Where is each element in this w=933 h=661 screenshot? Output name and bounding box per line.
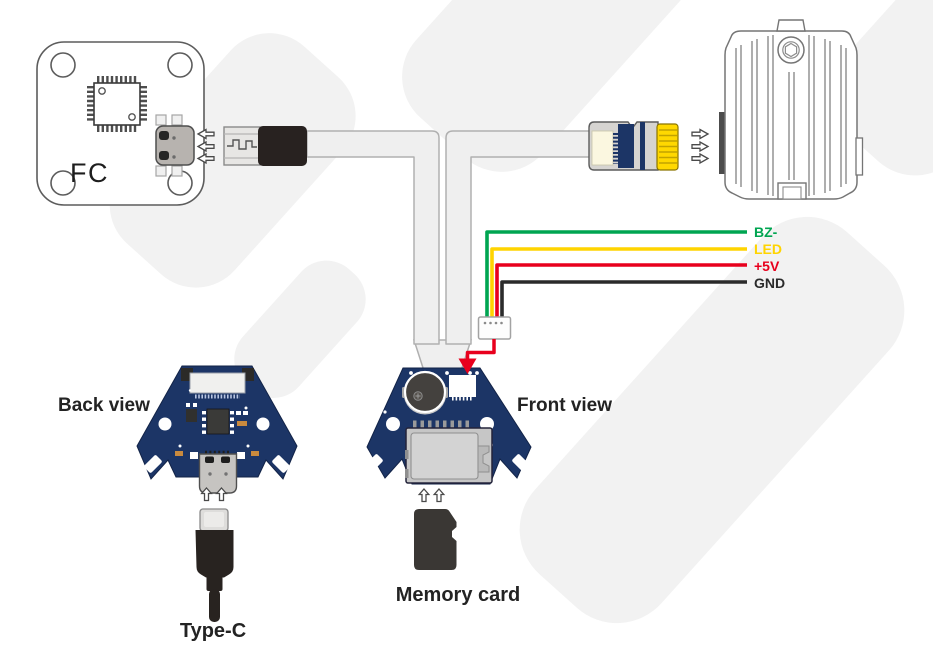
fc-board-label: FC	[70, 158, 109, 188]
jst-connector	[477, 316, 512, 340]
type-c-cable-plug	[195, 508, 234, 622]
sd-card-slot	[405, 420, 493, 484]
wire-bz	[485, 230, 747, 318]
buzzer	[402, 370, 448, 415]
watermark-shape	[830, 0, 933, 176]
watermark-shape	[402, 0, 704, 172]
fc-usb-c-port	[155, 114, 195, 177]
connector-boot	[258, 126, 307, 166]
usb-cable	[209, 589, 220, 622]
pcb-hole	[256, 417, 270, 431]
mount-slot	[512, 454, 530, 472]
gold-finger-ridges	[659, 129, 677, 164]
pcb-hole	[386, 417, 400, 431]
watermark-shape	[234, 260, 366, 398]
wire-label-gnd: GND	[754, 275, 785, 291]
solder-pad-connector	[449, 375, 476, 401]
plug-right-arrows-icon	[691, 128, 709, 164]
fc-mcu-chip-icon	[87, 76, 147, 132]
memory-card	[414, 509, 457, 570]
heatsink-fins	[735, 35, 847, 196]
camera-top-nub	[776, 19, 806, 32]
back-pcb-components	[175, 389, 259, 459]
type-c-plug-body	[195, 530, 234, 578]
back-usb-c-port	[198, 450, 238, 494]
wire-label-led: LED	[754, 241, 782, 257]
back-view-label: Back view	[58, 395, 150, 416]
wire-5v	[495, 263, 747, 318]
ribbon-cable-left	[306, 130, 440, 345]
camera-side-tab	[855, 137, 864, 176]
wire-labels: BZ- LED +5V GND	[754, 224, 785, 291]
camera-body	[724, 30, 858, 200]
camera-cable-connector	[588, 121, 679, 171]
fc-board	[36, 41, 205, 206]
pcb-hole	[158, 417, 172, 431]
type-c-label: Type-C	[179, 620, 247, 642]
pointer-lead	[465, 339, 496, 360]
wire-led	[490, 247, 747, 318]
crimp-pattern	[227, 139, 257, 150]
memory-card-label: Memory card	[395, 584, 521, 606]
wire-gnd	[500, 280, 747, 318]
pcb-dot	[383, 410, 387, 414]
type-c-tip-face	[204, 512, 224, 527]
fpc-contact-window	[591, 130, 614, 166]
ribbon-cable-right	[445, 130, 591, 345]
fc-mounting-holes	[50, 52, 193, 196]
wire-label-bz: BZ-	[754, 224, 778, 240]
fpc-socket	[189, 372, 246, 394]
pointer-arrowhead	[458, 358, 477, 374]
signal-wires	[485, 230, 747, 318]
front-pcb	[365, 367, 532, 485]
camera-unit	[719, 19, 864, 200]
camera-connector-slot	[719, 112, 725, 174]
plug-left-arrows-icon	[197, 128, 215, 164]
hex-screw-icon	[777, 36, 805, 64]
connection-pointer-icon	[458, 339, 496, 374]
camera-bottom-bracket-inner	[782, 186, 802, 200]
strain-relief	[206, 576, 223, 591]
fc-cable-connector	[223, 126, 307, 166]
front-view-label: Front view	[517, 395, 613, 416]
wire-label-5v: +5V	[754, 258, 780, 274]
mount-slot	[272, 455, 290, 473]
ribbon-cable-harness	[306, 130, 591, 372]
sd-slot-latch	[477, 445, 490, 473]
mount-slot	[144, 455, 162, 473]
watermark-shape	[519, 216, 905, 624]
mount-slot	[365, 454, 383, 472]
back-pcb	[136, 365, 298, 494]
connector-band	[618, 124, 634, 168]
connector-band-thin	[640, 122, 645, 170]
insert-up-arrows-front-icon	[418, 488, 445, 503]
